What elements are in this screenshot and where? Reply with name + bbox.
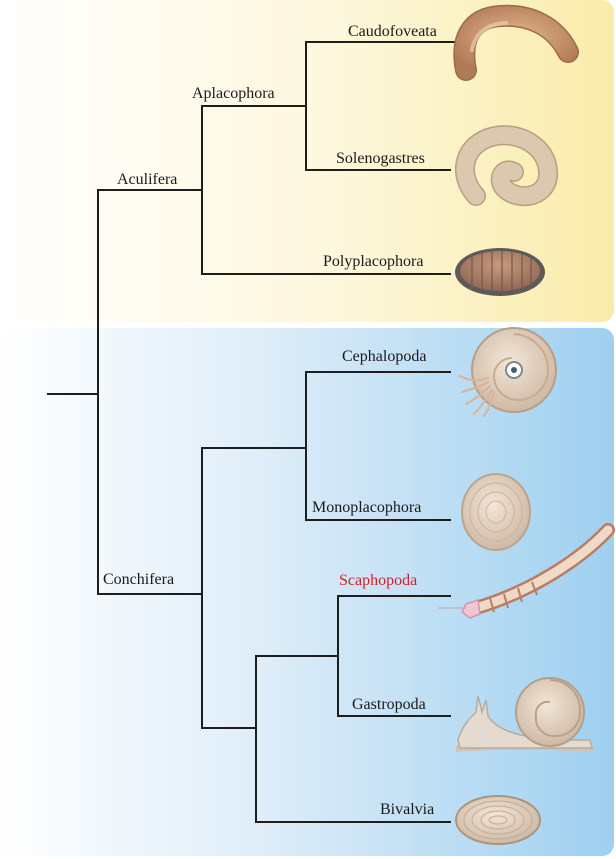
taxon-label-solenogastres: Solenogastres <box>336 150 425 167</box>
chiton-icon <box>455 248 545 296</box>
taxon-label-scaphopoda: Scaphopoda <box>339 572 417 589</box>
taxon-label-caudofoveata: Caudofoveata <box>348 23 437 40</box>
tusk-shell-icon <box>438 523 615 619</box>
tree-branches <box>47 41 457 823</box>
clade-label-conchifera: Conchifera <box>103 571 174 588</box>
taxon-label-bivalvia: Bivalvia <box>380 801 434 818</box>
taxon-label-monoplacophora: Monoplacophora <box>312 499 421 516</box>
taxon-label-gastropoda: Gastropoda <box>352 696 426 713</box>
clam-icon <box>455 795 541 845</box>
clade-label-aplacophora: Aplacophora <box>192 85 275 102</box>
snail-icon <box>456 677 594 752</box>
nautilus-icon <box>459 327 557 417</box>
clade-label-aculifera: Aculifera <box>117 171 177 188</box>
limpet-shell-icon <box>461 473 531 551</box>
worm-mollusc-icon <box>453 4 579 81</box>
taxon-label-polyplacophora: Polyplacophora <box>323 253 423 270</box>
conchifera-panel <box>0 328 614 856</box>
curled-worm-mollusc-icon <box>454 125 558 206</box>
taxon-label-cephalopoda: Cephalopoda <box>342 348 426 365</box>
